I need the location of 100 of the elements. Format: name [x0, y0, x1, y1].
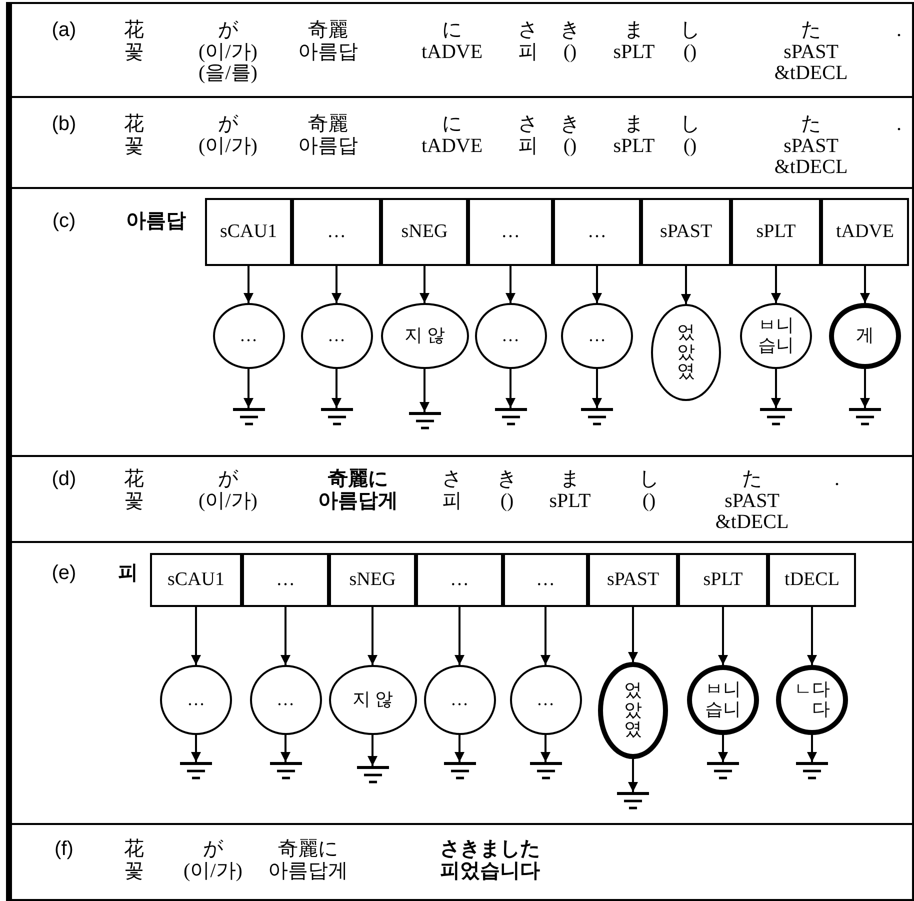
- morpheme-circle: 지 않: [328, 665, 416, 735]
- gloss-text: さ 피: [518, 114, 538, 158]
- gloss-text: 아름답: [126, 211, 186, 233]
- gloss-text: た sPAST &tDECL: [715, 469, 789, 534]
- morpheme-circle: …: [250, 665, 322, 735]
- morpheme-circle: 었았였: [598, 662, 668, 759]
- gloss-text: .: [896, 114, 902, 136]
- morpheme-cell: …: [242, 553, 329, 607]
- morpheme-cell: …: [468, 198, 553, 266]
- gloss-text: し (): [680, 114, 700, 158]
- arrow: [807, 607, 817, 665]
- morpheme-cell: tDECL: [768, 553, 856, 607]
- ground-icon: [581, 408, 613, 426]
- ground-icon: [530, 762, 562, 780]
- morpheme-cell: sCAU1: [205, 198, 292, 266]
- arrow: [807, 735, 817, 762]
- arrow: [771, 266, 781, 303]
- morpheme-cell: …: [553, 198, 641, 266]
- gloss-band: [8, 2, 914, 98]
- gloss-text: ま sPLT: [549, 469, 591, 512]
- row-letter: (b): [52, 114, 76, 136]
- morpheme-circle: …: [300, 303, 372, 369]
- ground-icon: [356, 766, 388, 784]
- gloss-text: が (이/가): [184, 839, 242, 882]
- gloss-text: さきました 피었습니다: [440, 839, 540, 882]
- gloss-text: き (): [497, 469, 517, 512]
- ground-icon: [180, 762, 212, 780]
- gloss-text: 花 꽃: [124, 114, 144, 158]
- morpheme-circle: …: [510, 665, 582, 735]
- gloss-text: .: [834, 469, 840, 491]
- gloss-text: 花 꽃: [124, 469, 144, 512]
- gloss-band: [8, 96, 914, 189]
- gloss-band: [8, 541, 914, 825]
- arrow: [191, 735, 201, 762]
- morpheme-circle: ㄴ다 다: [776, 665, 848, 735]
- ground-icon: [707, 762, 739, 780]
- gloss-band: [8, 455, 914, 543]
- arrow: [280, 607, 290, 665]
- arrow: [540, 607, 550, 665]
- arrow: [332, 266, 342, 303]
- gloss-text: ま sPLT: [613, 20, 655, 64]
- arrow: [592, 369, 602, 408]
- arrow: [540, 735, 550, 762]
- arrow: [506, 266, 516, 303]
- gloss-text: に tADVE: [421, 20, 483, 64]
- arrow: [860, 369, 870, 408]
- ground-icon: [270, 762, 302, 780]
- morpheme-cell: sPLT: [678, 553, 768, 607]
- ground-icon: [444, 762, 476, 780]
- gloss-text: し (): [639, 469, 659, 512]
- morpheme-cell: sPLT: [731, 198, 821, 266]
- gloss-text: 피: [118, 563, 138, 585]
- gloss-band: [8, 823, 914, 901]
- arrow: [860, 266, 870, 303]
- morpheme-cell: sCAU1: [150, 553, 242, 607]
- gloss-text: 奇麗 아름답: [298, 114, 358, 158]
- morpheme-cell: sNEG: [381, 198, 468, 266]
- arrow: [368, 607, 378, 665]
- morpheme-circle: 었았였: [651, 304, 721, 401]
- arrow: [771, 369, 781, 408]
- arrow: [628, 759, 638, 792]
- morpheme-circle: …: [212, 303, 284, 369]
- morpheme-cell: …: [292, 198, 381, 266]
- gloss-text: 花 꽃: [124, 839, 144, 882]
- arrow: [332, 369, 342, 408]
- arrow: [628, 607, 638, 662]
- gloss-text: が (이/가): [198, 114, 258, 158]
- morpheme-cell: sPAST: [641, 198, 731, 266]
- arrow: [506, 369, 516, 408]
- arrow: [244, 369, 254, 408]
- morpheme-cell: …: [503, 553, 588, 607]
- gloss-text: し (): [680, 20, 700, 64]
- row-letter: (e): [52, 563, 76, 585]
- gloss-text: が (이/가) (을/를): [198, 20, 258, 85]
- morpheme-circle: …: [424, 665, 496, 735]
- row-letter: (c): [52, 211, 76, 233]
- gloss-text: さ 피: [518, 20, 538, 64]
- gloss-text: 奇麗に 아름답게: [268, 839, 348, 882]
- arrow: [280, 735, 290, 762]
- gloss-text: .: [896, 20, 902, 42]
- gloss-text: き (): [560, 114, 580, 158]
- morpheme-cell: tADVE: [821, 198, 909, 266]
- gloss-text: 奇麗 아름답: [298, 20, 358, 64]
- gloss-text: に tADVE: [421, 114, 483, 158]
- morpheme-circle: 지 않: [380, 303, 468, 369]
- gloss-text: ま sPLT: [613, 114, 655, 158]
- ground-icon: [408, 412, 440, 430]
- morpheme-circle: …: [474, 303, 546, 369]
- arrow: [244, 266, 254, 303]
- ground-icon: [849, 408, 881, 426]
- morpheme-cell: …: [416, 553, 503, 607]
- arrow: [454, 735, 464, 762]
- ground-icon: [232, 408, 264, 426]
- gloss-text: き (): [560, 20, 580, 64]
- arrow: [592, 266, 602, 303]
- ground-icon: [796, 762, 828, 780]
- gloss-text: さ 피: [442, 469, 462, 512]
- row-letter: (d): [52, 469, 76, 491]
- arrow: [420, 266, 430, 303]
- morpheme-circle: ㅂ니 습니: [740, 303, 812, 369]
